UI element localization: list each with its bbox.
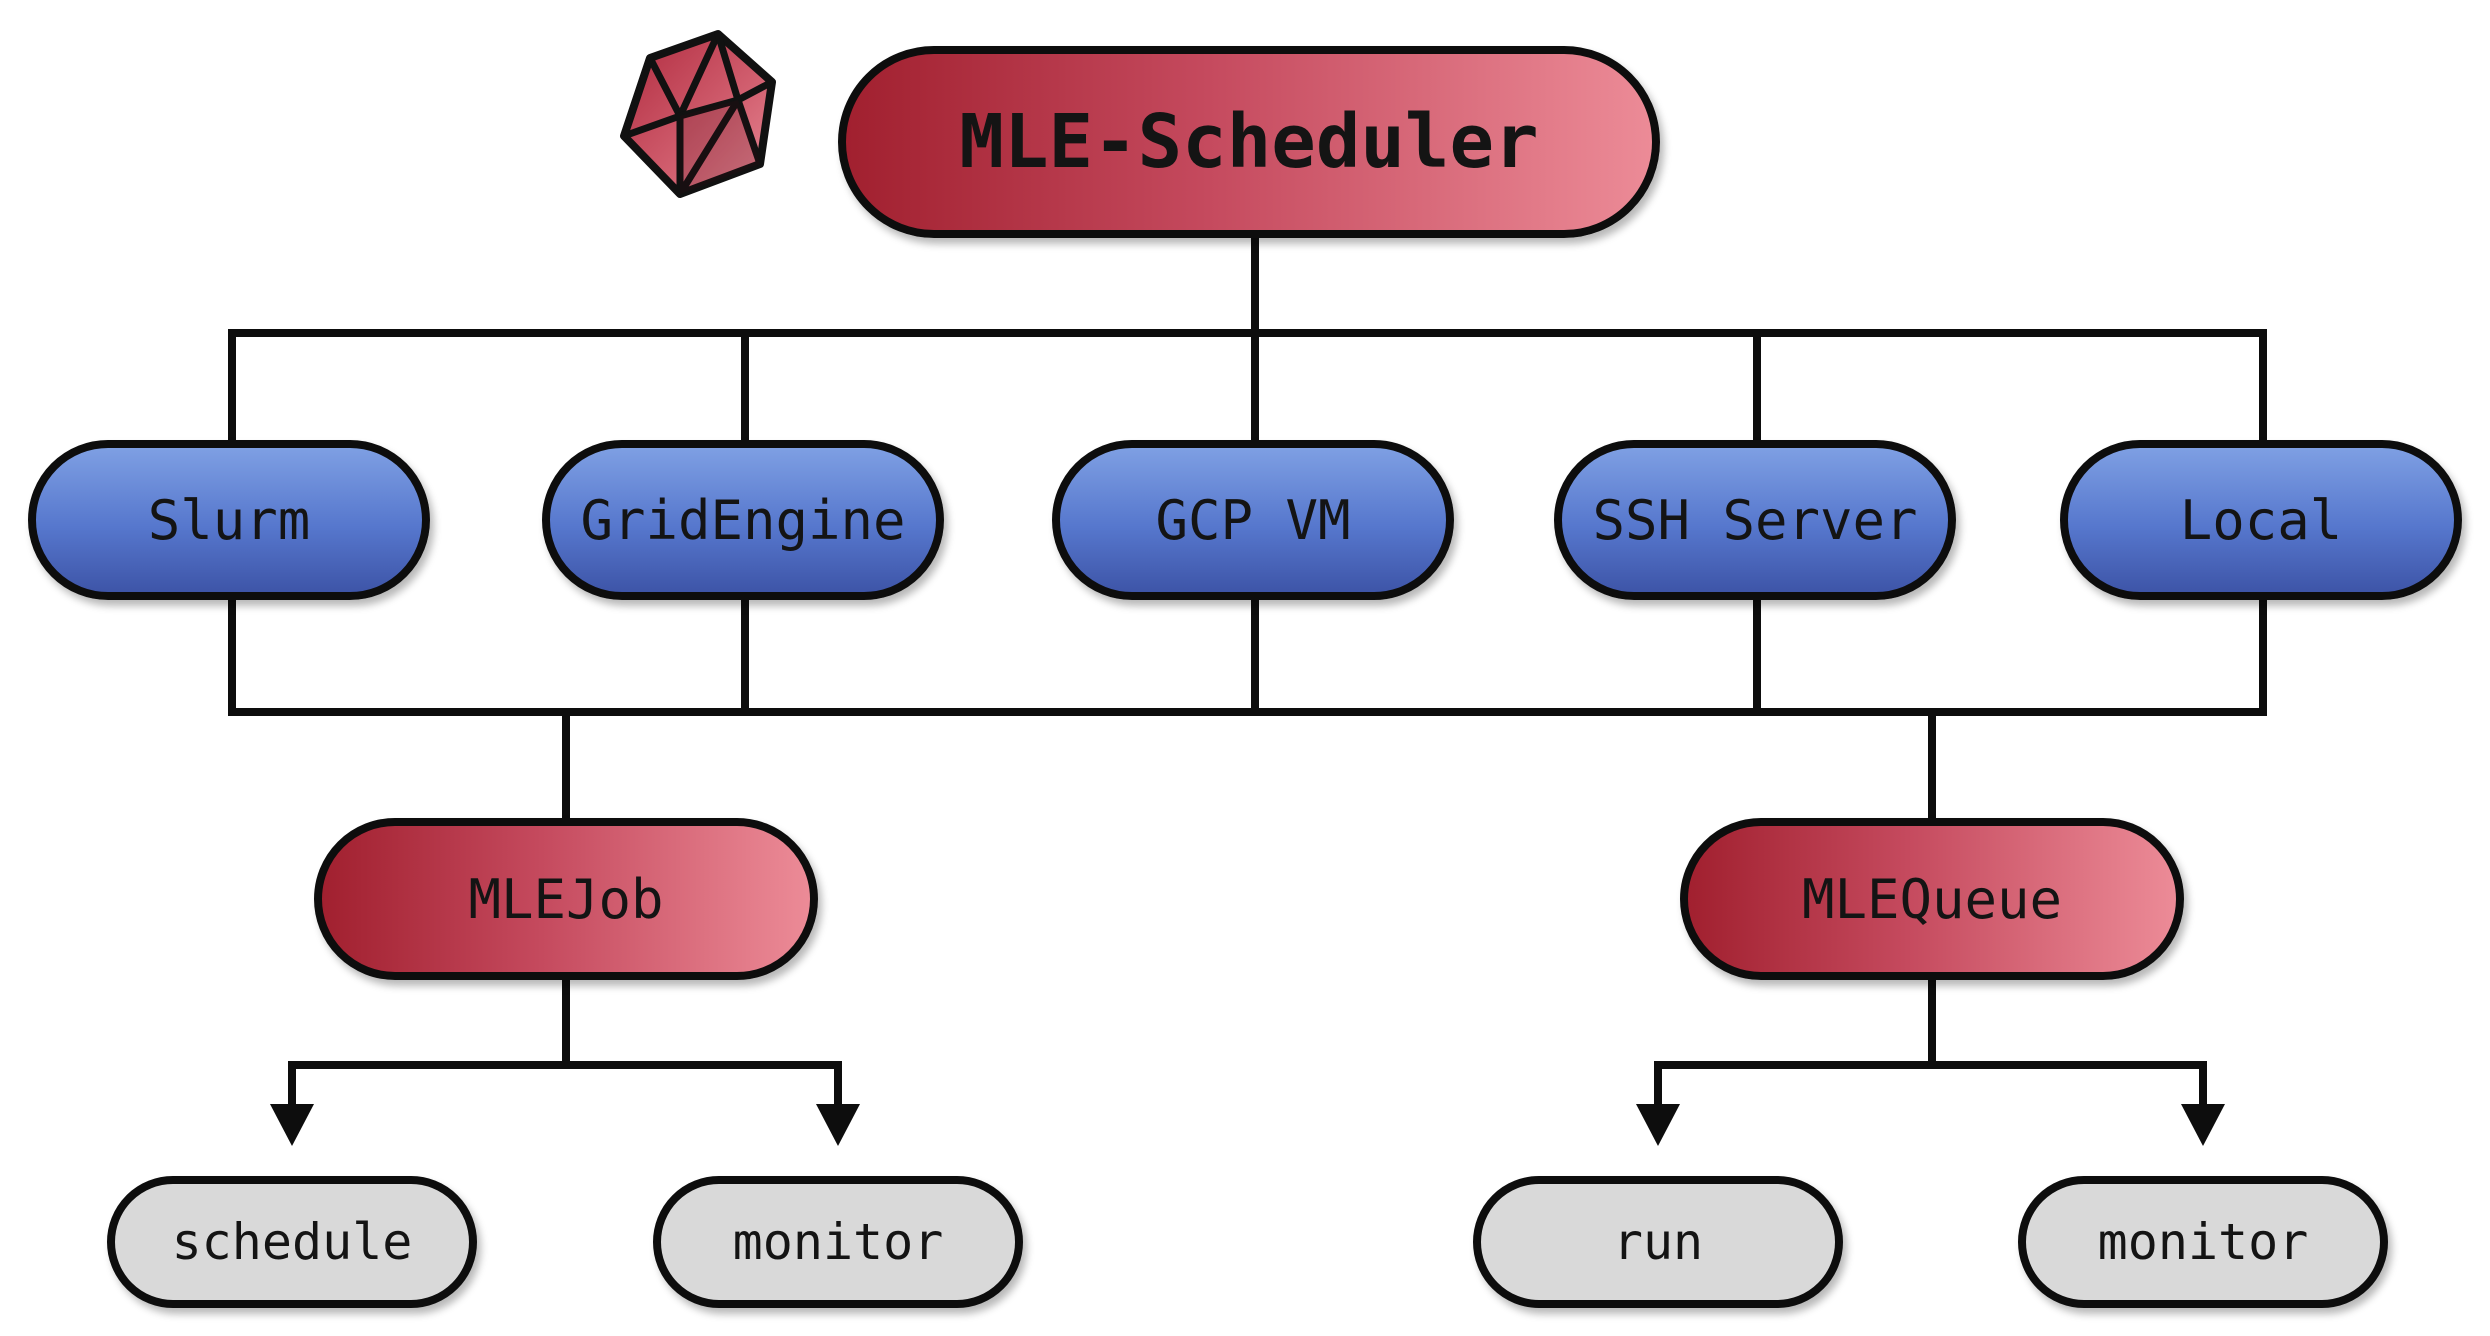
method-node-monitor: monitor: [653, 1176, 1023, 1308]
backend-node-gridengine: GridEngine: [542, 440, 944, 600]
method-label: monitor: [2097, 1213, 2309, 1271]
root-node: MLE-Scheduler: [838, 46, 1660, 238]
method-node-schedule: schedule: [107, 1176, 477, 1308]
icosahedron-logo-icon: [620, 30, 776, 198]
backend-node-slurm: Slurm: [28, 440, 430, 600]
backend-label: Local: [2179, 488, 2343, 552]
mlequeue-label: MLEQueue: [1801, 867, 2063, 931]
arrowhead-icon: [816, 1104, 860, 1146]
arrowhead-icon: [270, 1104, 314, 1146]
backend-label: SSH Server: [1592, 488, 1918, 552]
root-label: MLE-Scheduler: [959, 99, 1539, 185]
arrowhead-icon: [2181, 1104, 2225, 1146]
mlejob-label: MLEJob: [468, 867, 664, 931]
backend-node-gcp-vm: GCP VM: [1052, 440, 1454, 600]
method-node-monitor: monitor: [2018, 1176, 2388, 1308]
backend-label: GridEngine: [580, 488, 906, 552]
backend-label: GCP VM: [1155, 488, 1351, 552]
method-label: monitor: [732, 1213, 944, 1271]
mlequeue-node: MLEQueue: [1680, 818, 2184, 980]
method-label: run: [1612, 1213, 1704, 1271]
mlejob-node: MLEJob: [314, 818, 818, 980]
backend-node-local: Local: [2060, 440, 2462, 600]
method-label: schedule: [171, 1213, 413, 1271]
method-node-run: run: [1473, 1176, 1843, 1308]
arrowhead-icon: [1636, 1104, 1680, 1146]
backend-label: Slurm: [147, 488, 311, 552]
backend-node-ssh-server: SSH Server: [1554, 440, 1956, 600]
